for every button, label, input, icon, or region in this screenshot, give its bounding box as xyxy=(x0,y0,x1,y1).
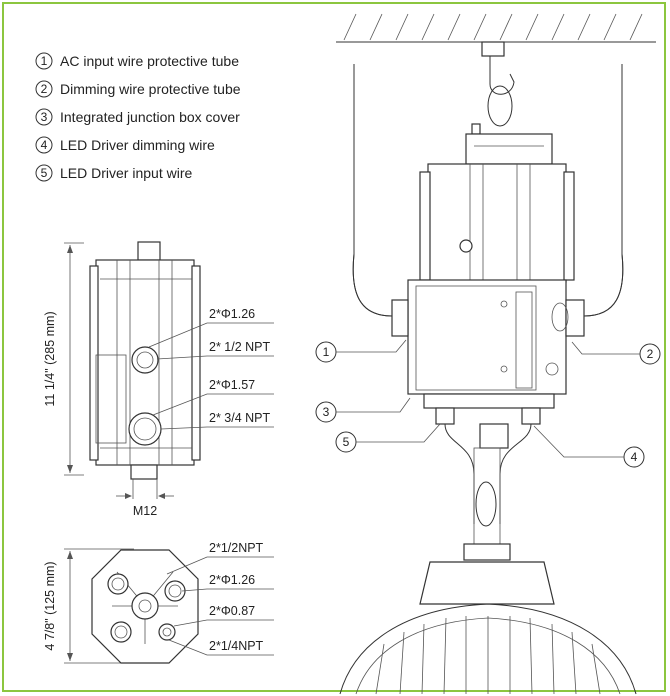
legend-number: 5 xyxy=(41,166,48,180)
legend-item: 5 LED Driver input wire xyxy=(35,164,192,182)
height-dimension-label: 11 1/4" (285 mm) xyxy=(43,311,57,406)
hole-label: 2*Φ0.87 xyxy=(209,604,255,618)
callout-2: 2 xyxy=(571,341,661,365)
legend-number: 4 xyxy=(41,138,48,152)
bottom-view: 4 7/8" (125 mm) 2*1/2NPT 2*Φ1.26 2*Φ0.87… xyxy=(43,541,274,664)
callout-1: 1 xyxy=(315,339,407,363)
legend: 1 AC input wire protective tube 2 Dimmin… xyxy=(35,52,241,182)
legend-item: 2 Dimming wire protective tube xyxy=(35,80,241,98)
legend-item: 1 AC input wire protective tube xyxy=(35,52,239,70)
legend-label: LED Driver input wire xyxy=(60,165,192,181)
installation-diagram: 1 AC input wire protective tube 2 Dimmin… xyxy=(35,13,661,695)
hole-label: 2*Φ1.26 xyxy=(209,573,255,587)
three-quarter-npt-hole xyxy=(128,412,162,446)
bottom-hole xyxy=(110,621,132,643)
legend-number: 1 xyxy=(41,54,48,68)
legend-label: Integrated junction box cover xyxy=(60,109,240,125)
hole-label: 2* 1/2 NPT xyxy=(209,340,271,354)
callout-number: 1 xyxy=(323,345,330,359)
legend-item: 4 LED Driver dimming wire xyxy=(35,136,215,154)
callout-number: 3 xyxy=(323,405,330,419)
hole-label: 2*Φ1.26 xyxy=(209,307,255,321)
callout-5: 5 xyxy=(335,423,441,453)
legend-item: 3 Integrated junction box cover xyxy=(35,108,240,126)
legend-label: LED Driver dimming wire xyxy=(60,137,215,153)
callout-number: 5 xyxy=(343,435,350,449)
fixture-drawing xyxy=(336,13,656,695)
side-view: 11 1/4" (285 mm) M12 xyxy=(43,241,274,518)
half-inch-npt-hole xyxy=(131,346,159,374)
width-dimension-label: 4 7/8" (125 mm) xyxy=(43,561,57,650)
hole-label: 2*Φ1.57 xyxy=(209,378,255,392)
callout-number: 2 xyxy=(647,347,654,361)
bottom-hole xyxy=(107,573,129,595)
callout-number: 4 xyxy=(631,450,638,464)
legend-number: 2 xyxy=(41,82,48,96)
bottom-hole xyxy=(158,623,176,641)
callouts: 1 2 3 4 5 xyxy=(315,339,661,468)
hole-label: 2*1/2NPT xyxy=(209,541,264,555)
hole-label: 2* 3/4 NPT xyxy=(209,411,271,425)
legend-label: AC input wire protective tube xyxy=(60,53,239,69)
legend-label: Dimming wire protective tube xyxy=(60,81,241,97)
thread-size-label: M12 xyxy=(133,504,157,518)
callout-4: 4 xyxy=(533,425,645,468)
hole-label: 2*1/4NPT xyxy=(209,639,264,653)
legend-number: 3 xyxy=(41,110,48,124)
callout-3: 3 xyxy=(315,397,411,423)
